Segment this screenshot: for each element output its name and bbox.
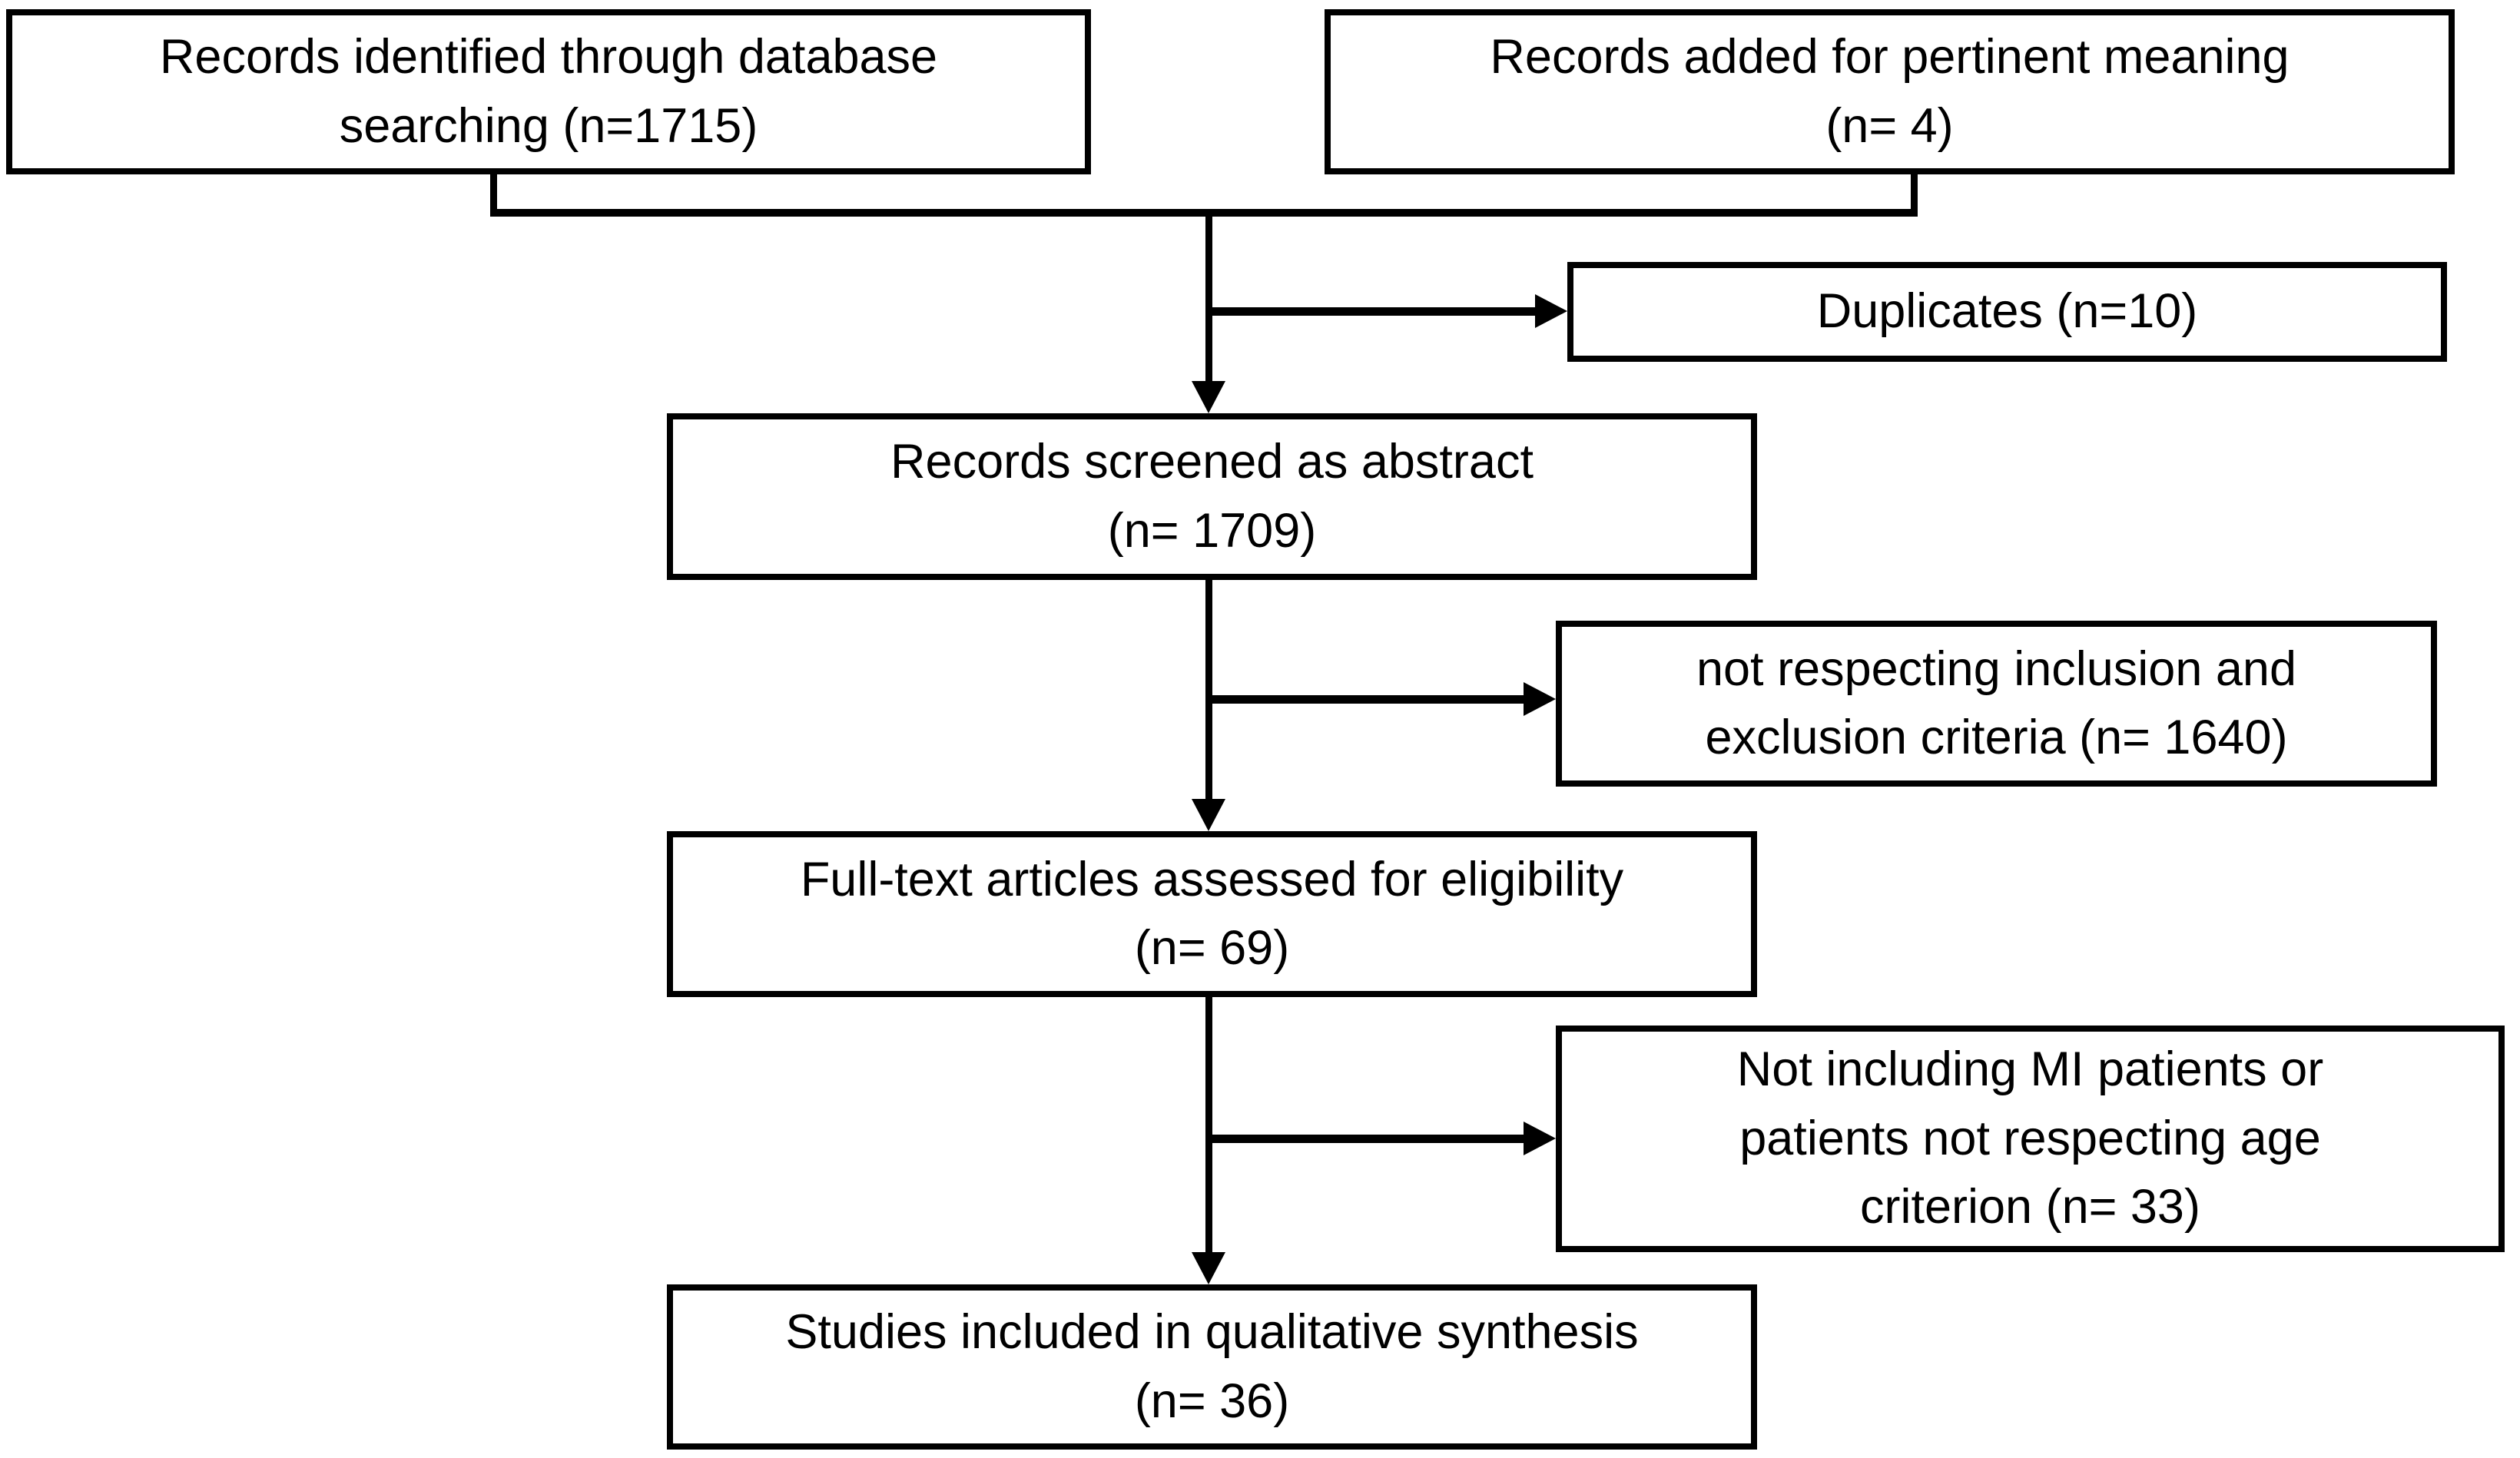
arrow-right-icon bbox=[1535, 294, 1567, 328]
connector-branch-duplicates bbox=[1205, 307, 1537, 316]
box-excluded-fulltext: Not including MI patients or patients no… bbox=[1556, 1026, 2505, 1252]
box-excluded-fulltext-line-3: criterion (n= 33) bbox=[1860, 1180, 2200, 1234]
box-records-identified: Records identified through database sear… bbox=[6, 9, 1091, 174]
connector-branch-excluded-fulltext bbox=[1205, 1135, 1525, 1143]
arrow-down-icon bbox=[1192, 799, 1225, 831]
arrow-right-icon bbox=[1524, 1122, 1556, 1155]
connector-merge-line bbox=[490, 209, 1918, 217]
connector-added-drop bbox=[1911, 174, 1918, 217]
box-excluded-screening-line-2: exclusion criteria (n= 1640) bbox=[1705, 711, 2288, 764]
box-excluded-fulltext-line-1: Not including MI patients or bbox=[1736, 1042, 2324, 1097]
box-records-identified-line-2: searching (n=1715) bbox=[339, 98, 758, 153]
connector-identified-drop bbox=[490, 174, 497, 217]
box-records-screened-line-2: (n= 1709) bbox=[1107, 503, 1317, 558]
connector-branch-excluded-screening bbox=[1205, 695, 1525, 704]
box-fulltext-assessed-line-2: (n= 69) bbox=[1134, 921, 1290, 975]
box-records-added-line-2: (n= 4) bbox=[1825, 98, 1954, 153]
box-studies-included: Studies included in qualitative synthesi… bbox=[667, 1284, 1757, 1450]
box-records-added-line-1: Records added for pertinent meaning bbox=[1490, 30, 2290, 84]
box-studies-included-line-2: (n= 36) bbox=[1134, 1374, 1290, 1428]
box-fulltext-assessed: Full-text articles assessed for eligibil… bbox=[667, 831, 1757, 997]
connector-stem-to-included bbox=[1205, 997, 1212, 1258]
arrow-right-icon bbox=[1524, 682, 1556, 716]
box-records-screened-line-1: Records screened as abstract bbox=[890, 435, 1534, 489]
box-excluded-screening-line-1: not respecting inclusion and bbox=[1696, 641, 2296, 696]
arrow-down-icon bbox=[1192, 1252, 1225, 1284]
arrow-down-icon bbox=[1192, 381, 1225, 413]
box-excluded-screening: not respecting inclusion and exclusion c… bbox=[1556, 621, 2437, 787]
box-duplicates-line-1: Duplicates (n=10) bbox=[1816, 284, 2198, 339]
box-records-screened: Records screened as abstract (n= 1709) bbox=[667, 413, 1757, 580]
connector-stem-to-fulltext bbox=[1205, 580, 1212, 804]
box-records-identified-line-1: Records identified through database bbox=[159, 30, 938, 84]
box-studies-included-line-1: Studies included in qualitative synthesi… bbox=[785, 1305, 1639, 1360]
box-excluded-fulltext-line-2: patients not respecting age bbox=[1739, 1111, 2321, 1165]
box-records-added: Records added for pertinent meaning (n= … bbox=[1325, 9, 2455, 174]
box-duplicates: Duplicates (n=10) bbox=[1567, 262, 2447, 362]
connector-stem-to-screened bbox=[1205, 209, 1212, 387]
box-fulltext-assessed-line-1: Full-text articles assessed for eligibil… bbox=[800, 852, 1624, 906]
